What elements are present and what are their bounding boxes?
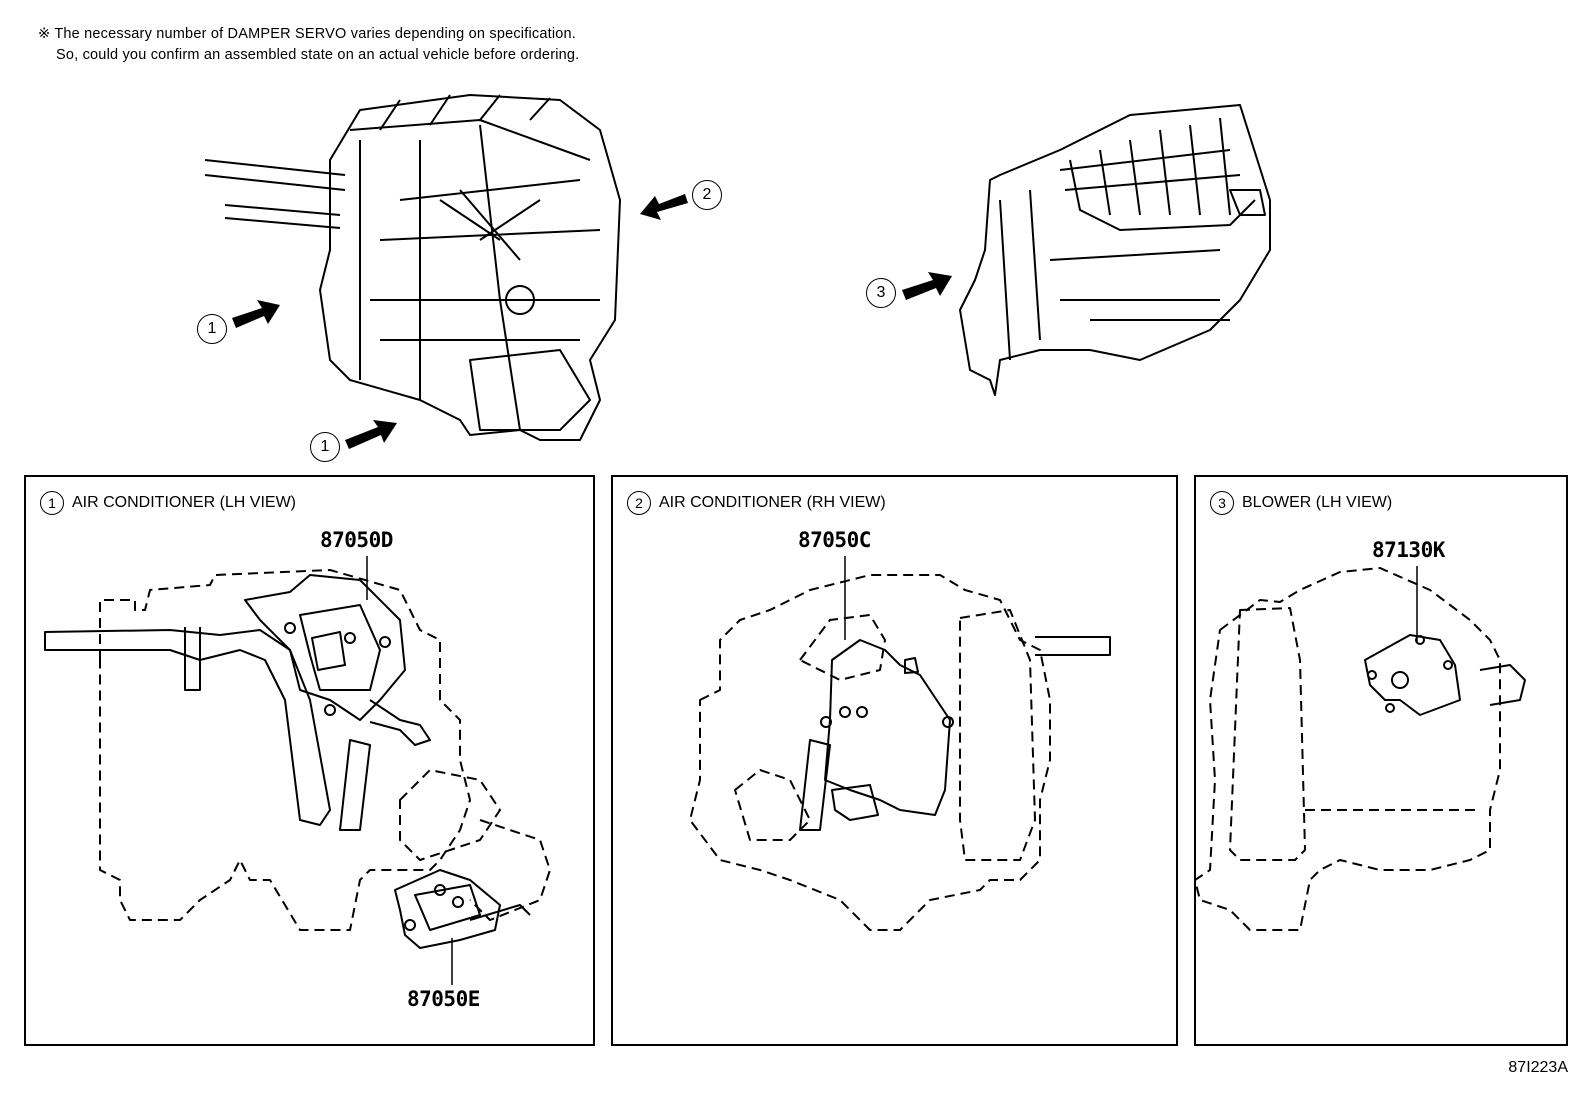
panel-air-conditioner-lh-view: 1 AIR CONDITIONER (LH VIEW) <box>24 475 595 1046</box>
leader-lines <box>366 556 1418 985</box>
view-direction-arrows <box>232 194 952 449</box>
lh-view-pipes <box>44 627 371 831</box>
callout-2-rh: 2 <box>692 180 722 210</box>
panel-2-title: 2 AIR CONDITIONER (RH VIEW) <box>627 491 886 515</box>
servo-87050C-drawing <box>820 639 954 821</box>
servo-87130K-drawing <box>1364 634 1526 716</box>
note-line-1: ※ The necessary number of DAMPER SERVO v… <box>38 26 577 42</box>
panel-2-number: 2 <box>627 491 651 515</box>
blower-unit-illustration <box>959 104 1271 396</box>
panel-2-label: AIR CONDITIONER (RH VIEW) <box>659 494 886 511</box>
arrow-icon <box>232 300 280 328</box>
part-number-87130K[interactable]: 87130K <box>1372 538 1445 562</box>
air-conditioner-rh-view-drawing <box>689 574 1051 931</box>
part-number-87050E[interactable]: 87050E <box>407 987 480 1011</box>
panel-blower-lh-view: 3 BLOWER (LH VIEW) <box>1194 475 1568 1046</box>
callout-1-lh-lower: 1 <box>310 432 340 462</box>
panel-1-number: 1 <box>40 491 64 515</box>
rh-view-pipe <box>799 636 1111 831</box>
specification-note: ※ The necessary number of DAMPER SERVO v… <box>38 24 579 66</box>
part-number-87050D[interactable]: 87050D <box>320 528 393 552</box>
arrow-icon <box>640 194 688 220</box>
panel-3-title: 3 BLOWER (LH VIEW) <box>1210 491 1392 515</box>
part-number-87050C[interactable]: 87050C <box>798 528 871 552</box>
panel-air-conditioner-rh-view: 2 AIR CONDITIONER (RH VIEW) <box>611 475 1178 1046</box>
air-conditioner-lh-view-drawing <box>99 569 551 931</box>
arrow-icon <box>902 272 952 300</box>
air-conditioner-unit-illustration <box>204 94 621 441</box>
diagram-reference-id: 87I223A <box>1508 1059 1568 1076</box>
callout-1-lh-upper: 1 <box>197 314 227 344</box>
callout-3-blower: 3 <box>866 278 896 308</box>
servo-87050E-drawing <box>394 869 531 949</box>
note-line-2: So, could you confirm an assembled state… <box>56 47 580 63</box>
panel-1-label: AIR CONDITIONER (LH VIEW) <box>72 494 297 511</box>
panel-1-title: 1 AIR CONDITIONER (LH VIEW) <box>40 491 296 515</box>
panel-3-label: BLOWER (LH VIEW) <box>1242 494 1393 511</box>
blower-lh-view-drawing <box>1194 567 1501 931</box>
servo-87050D-drawing <box>244 574 431 746</box>
panel-3-number: 3 <box>1210 491 1234 515</box>
arrow-icon <box>345 420 397 449</box>
